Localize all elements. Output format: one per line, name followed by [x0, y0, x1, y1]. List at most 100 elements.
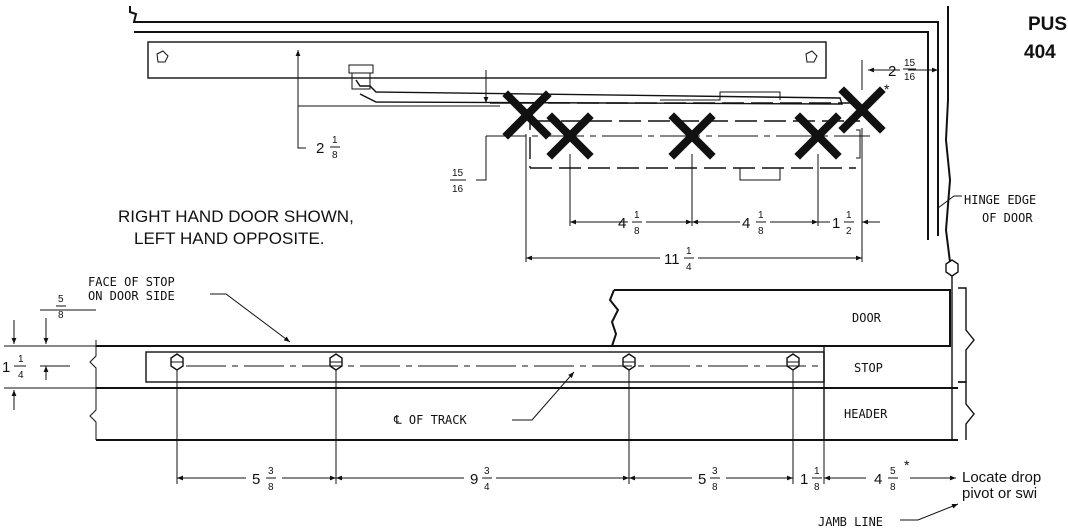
dim-15-16-bottom-arrow: [476, 136, 487, 181]
hinge-edge-leader: [937, 195, 962, 209]
track-screw-4: [786, 353, 800, 371]
svg-text:5: 5: [890, 466, 896, 477]
title-line-2: 404: [1024, 42, 1056, 63]
svg-text:5: 5: [698, 471, 706, 488]
door-panel: [614, 289, 951, 347]
svg-text:*: *: [904, 457, 910, 473]
hole-mark-2: [546, 112, 594, 160]
top-view: [129, 6, 962, 263]
dim-5-3-8-a: 5 3 8: [252, 466, 276, 493]
svg-text:1: 1: [686, 246, 692, 257]
hinge-edge-2: OF DOOR: [982, 211, 1033, 225]
title-line-1: PUS: [1028, 14, 1067, 35]
svg-text:9: 9: [470, 471, 478, 488]
svg-text:11: 11: [664, 251, 680, 268]
face-of-stop-1: FACE OF STOP: [88, 275, 175, 289]
svg-text:4: 4: [874, 471, 882, 488]
svg-text:15: 15: [452, 168, 464, 179]
track-bracket: [739, 168, 781, 181]
hole-mark-1: [502, 90, 552, 140]
jamb-profile-upper: [958, 287, 975, 383]
dim-1-1-2: 1 1 2: [832, 210, 854, 237]
hinge-edge-1: HINGE EDGE: [964, 193, 1036, 207]
svg-text:8: 8: [268, 482, 274, 493]
svg-text:8: 8: [58, 310, 64, 321]
track-screw-1: [170, 353, 184, 371]
dim-4-1-8-a: 4 1 8: [618, 210, 642, 237]
svg-text:8: 8: [890, 482, 896, 493]
face-of-stop-2: ON DOOR SIDE: [88, 289, 175, 303]
door-label: DOOR: [852, 311, 882, 325]
closer-screw-left: [156, 50, 169, 63]
frame-outline-inner: [134, 31, 929, 240]
svg-text:5: 5: [252, 471, 260, 488]
track-centerline-label: ℄ OF TRACK: [393, 413, 468, 427]
svg-text:*: *: [884, 81, 890, 97]
text-layer: PUS 404 RIGHT HAND DOOR SHOWN, LEFT HAND…: [2, 14, 1067, 529]
svg-text:8: 8: [712, 482, 718, 493]
svg-text:1: 1: [332, 135, 338, 146]
hole-mark-5: [838, 86, 886, 134]
dim-4-1-8-b: 4 1 8: [742, 210, 766, 237]
dim-1-1-8: 1 1 8: [800, 466, 822, 493]
svg-text:16: 16: [904, 72, 916, 83]
hand-note-2: LEFT HAND OPPOSITE.: [134, 229, 325, 248]
door-break: [608, 289, 620, 347]
svg-text:3: 3: [268, 466, 274, 477]
dim-5-3-8-b: 5 3 8: [698, 466, 720, 493]
svg-text:4: 4: [742, 215, 750, 232]
locate-note-1: Locate drop: [962, 469, 1041, 486]
svg-text:8: 8: [814, 482, 820, 493]
svg-text:4: 4: [686, 262, 692, 273]
svg-text:4: 4: [484, 482, 490, 493]
jamb-line-leader: [900, 503, 959, 521]
jamb-profile-lower: [958, 381, 975, 440]
svg-text:2: 2: [846, 226, 852, 237]
svg-text:1: 1: [800, 471, 808, 488]
track-endcap: [856, 129, 861, 159]
svg-text:16: 16: [452, 184, 464, 195]
pivot-nut: [945, 259, 959, 277]
track-screw-3: [622, 353, 636, 371]
svg-text:1: 1: [758, 210, 764, 221]
svg-text:1: 1: [832, 215, 840, 232]
svg-text:8: 8: [332, 150, 338, 161]
track-body: [145, 351, 825, 383]
svg-text:1: 1: [18, 354, 24, 365]
svg-text:1: 1: [634, 210, 640, 221]
closer-body: [147, 41, 827, 79]
closer-screw-right: [805, 50, 818, 63]
dim-2-1-8: 2 1 8: [297, 135, 340, 161]
dim-5-8: 5 8: [56, 294, 66, 321]
hinge-edge-break: [944, 6, 952, 263]
locate-note-2: pivot or swi: [962, 485, 1037, 502]
dim-15-16: 15 16: [450, 168, 466, 195]
dim-9-3-4: 9 3 4: [470, 466, 492, 493]
track-slide-block: [660, 91, 781, 101]
stop-label: STOP: [854, 361, 883, 375]
svg-text:8: 8: [634, 226, 640, 237]
closer-arm: [355, 79, 843, 105]
svg-text:8: 8: [758, 226, 764, 237]
dim-4-5-8: 4 5 8 *: [874, 457, 910, 493]
jamb-line-label: JAMB LINE: [818, 515, 883, 529]
svg-text:15: 15: [904, 58, 916, 69]
svg-text:3: 3: [484, 466, 490, 477]
svg-text:2: 2: [316, 140, 324, 157]
dim-11-1-4: 11 1 4: [664, 246, 694, 273]
svg-text:4: 4: [18, 370, 24, 381]
svg-text:1: 1: [2, 359, 10, 376]
hand-note-1: RIGHT HAND DOOR SHOWN,: [118, 207, 354, 226]
face-of-stop-leader: [210, 293, 291, 343]
svg-text:5: 5: [58, 294, 64, 305]
svg-text:3: 3: [712, 466, 718, 477]
hole-mark-3: [668, 112, 716, 160]
dim-2-15-16: 2 15 16 *: [884, 58, 916, 97]
frame-outline-outer: [129, 6, 939, 236]
closer-spindle: [351, 72, 371, 90]
track-centerline-leader: [512, 371, 575, 421]
svg-text:1: 1: [814, 466, 820, 477]
dim-1-1-4: 1 1 4: [2, 354, 26, 381]
left-break: [89, 340, 97, 440]
